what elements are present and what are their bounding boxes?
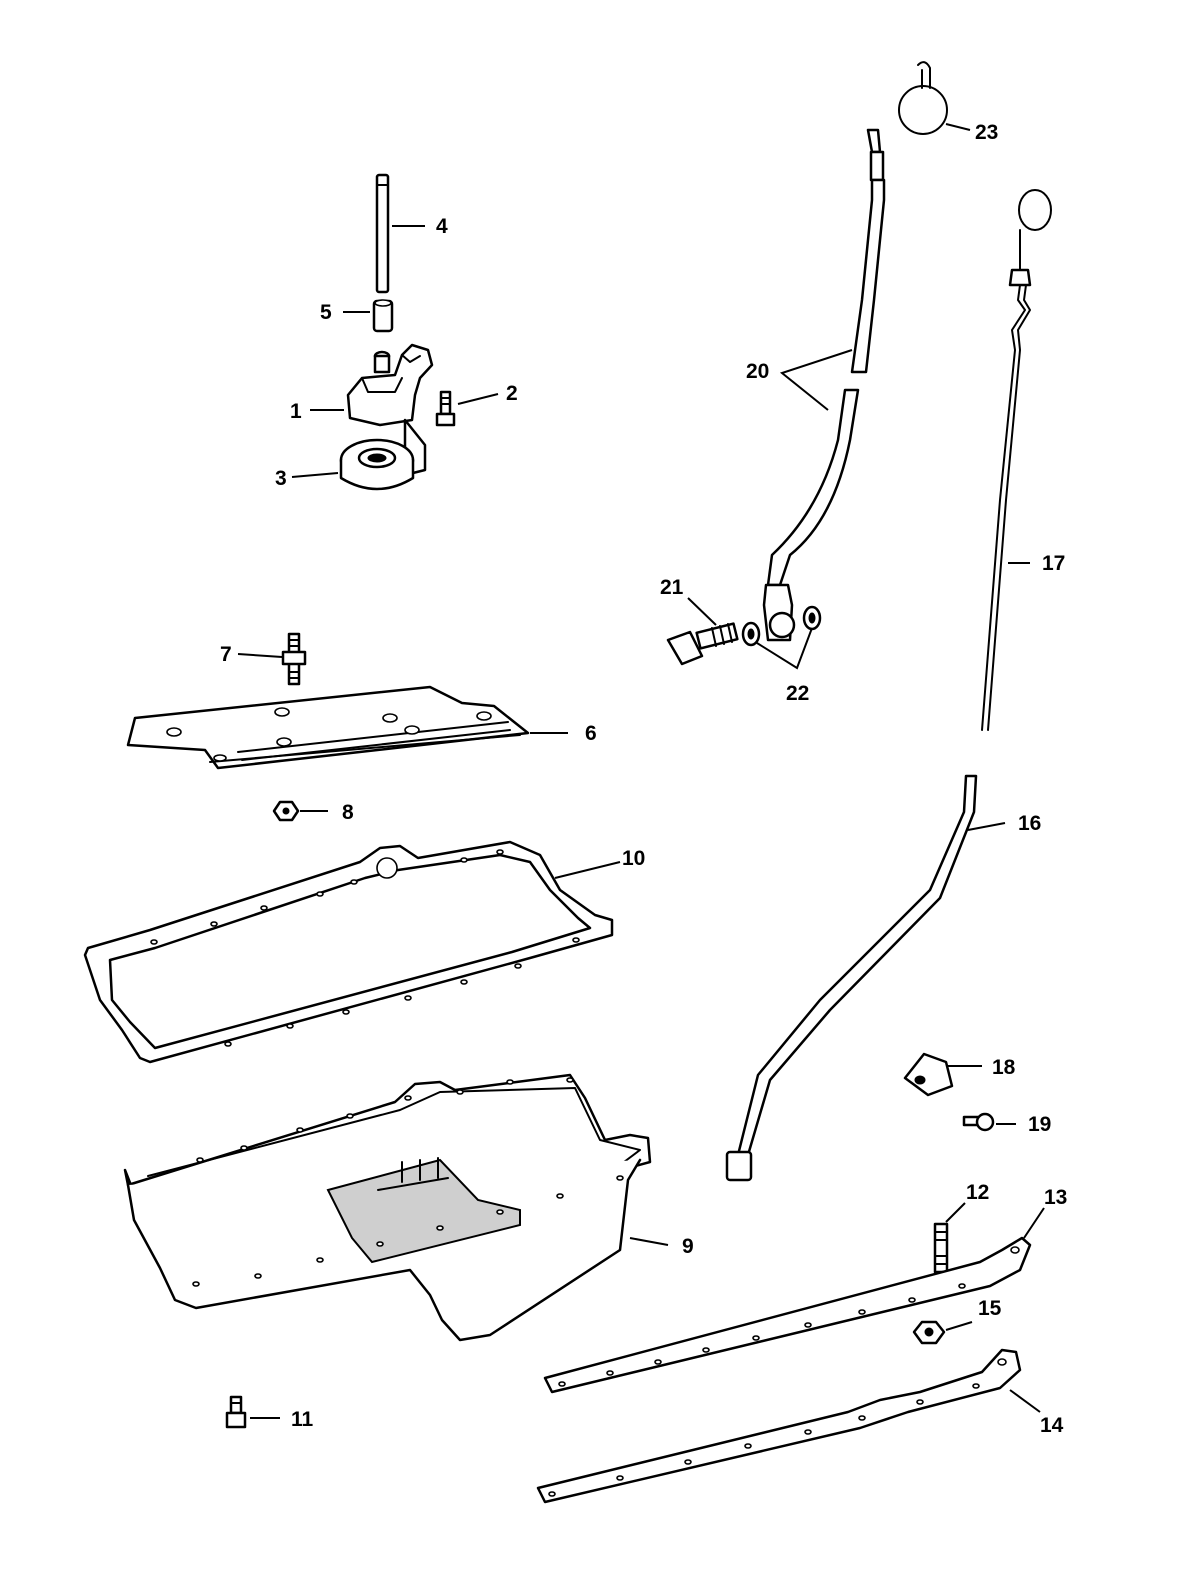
callout-13: 13 xyxy=(1044,1186,1067,1209)
callout-17: 17 xyxy=(1042,552,1065,575)
part-18-clamp xyxy=(903,1052,982,1097)
part-23-clip xyxy=(898,61,971,135)
callout-5: 5 xyxy=(320,301,332,324)
part-11-bolt xyxy=(225,1395,280,1429)
callout-20: 20 xyxy=(746,360,769,383)
part-7-stud xyxy=(237,632,307,686)
callout-14: 14 xyxy=(1040,1414,1064,1437)
callout-7: 7 xyxy=(220,643,232,666)
part-2-bolt xyxy=(435,390,499,427)
callout-10: 10 xyxy=(622,847,645,870)
callout-16: 16 xyxy=(1018,812,1041,835)
part-21-banjo-bolt xyxy=(666,597,739,666)
part-22-washers xyxy=(741,605,822,670)
callout-22: 22 xyxy=(786,682,809,705)
callout-8: 8 xyxy=(342,801,354,824)
callout-1: 1 xyxy=(290,400,302,423)
part-15-nut xyxy=(912,1320,973,1345)
callout-3: 3 xyxy=(275,467,287,490)
part-17-dipstick xyxy=(981,189,1052,731)
part-16-lower-tube xyxy=(725,774,1006,1182)
callout-23: 23 xyxy=(975,121,998,144)
callout-11: 11 xyxy=(291,1408,314,1431)
part-6-windage-tray xyxy=(126,685,568,770)
callout-labels: 1 2 3 4 5 6 7 8 9 10 11 12 13 14 15 16 1… xyxy=(220,121,1067,1437)
part-14-side-gasket xyxy=(536,1348,1041,1504)
callout-12: 12 xyxy=(966,1181,989,1204)
callout-15: 15 xyxy=(978,1297,1002,1320)
part-9-oil-pan xyxy=(123,1073,669,1342)
callout-21: 21 xyxy=(660,576,684,599)
callout-6: 6 xyxy=(585,722,597,745)
part-1-oil-pump xyxy=(310,343,434,477)
callout-4: 4 xyxy=(436,215,448,238)
part-4-pump-shaft xyxy=(375,173,425,294)
part-12-stud xyxy=(933,1202,966,1274)
part-13-side-gasket xyxy=(543,1207,1045,1394)
part-8-nut xyxy=(272,800,328,822)
callout-2: 2 xyxy=(506,382,518,405)
part-5-coupling xyxy=(343,299,394,333)
callout-18: 18 xyxy=(992,1056,1016,1079)
part-20-dipstick-tube xyxy=(762,128,886,642)
callout-9: 9 xyxy=(682,1235,694,1258)
part-10-oil-pan-gasket xyxy=(83,840,621,1064)
callout-19: 19 xyxy=(1028,1113,1051,1136)
part-19-screw xyxy=(962,1112,1016,1132)
part-3-pickup-screen xyxy=(291,438,415,491)
